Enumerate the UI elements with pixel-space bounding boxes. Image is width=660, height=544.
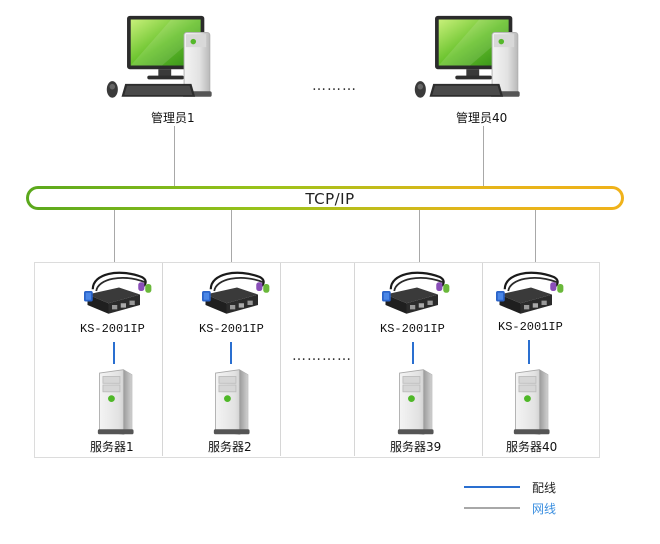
kvm-module-icon xyxy=(202,264,272,318)
server-tower-icon xyxy=(92,368,136,436)
server-tower-icon xyxy=(208,368,252,436)
frame-divider xyxy=(354,263,355,456)
admin-1-label: 管理员1 xyxy=(151,111,195,125)
frame-divider xyxy=(280,263,281,456)
device-40-cable xyxy=(528,340,530,364)
device-1-network-line xyxy=(114,210,115,262)
device-2-network-line xyxy=(231,210,232,262)
server-tower-icon xyxy=(392,368,436,436)
device-2-model: KS-2001IP xyxy=(199,322,264,336)
legend-cable-swatch xyxy=(464,486,520,488)
admin-40: 管理员40 xyxy=(404,14,544,125)
tcpip-bus-inner xyxy=(29,189,621,207)
device-1-model: KS-2001IP xyxy=(80,322,145,336)
legend-network-label: 网线 xyxy=(532,502,557,516)
server-tower-icon xyxy=(508,368,552,436)
admin-1-network-line xyxy=(174,126,175,186)
tcpip-label: TCP/IP xyxy=(305,190,355,208)
device-40-server-label: 服务器40 xyxy=(506,440,558,454)
device-ellipsis: ………… xyxy=(292,348,352,364)
frame-divider xyxy=(162,263,163,456)
device-1-server-label: 服务器1 xyxy=(90,440,134,454)
device-39-model: KS-2001IP xyxy=(380,322,445,336)
legend-network-swatch xyxy=(464,507,520,509)
admin-ellipsis: ……… xyxy=(312,78,357,94)
admin-40-label: 管理员40 xyxy=(456,111,508,125)
device-40-network-line xyxy=(535,210,536,262)
desktop-computer-icon xyxy=(102,14,222,106)
desktop-computer-icon xyxy=(410,14,530,106)
device-2-server-label: 服务器2 xyxy=(208,440,252,454)
device-39-network-line xyxy=(419,210,420,262)
kvm-module-icon xyxy=(496,264,566,318)
kvm-module-icon xyxy=(382,264,452,318)
kvm-module-icon xyxy=(84,264,154,318)
admin-1: 管理员1 xyxy=(96,14,228,125)
admin-40-network-line xyxy=(483,126,484,186)
device-39-cable xyxy=(412,342,414,364)
device-1-cable xyxy=(113,342,115,364)
legend-cable-label: 配线 xyxy=(532,481,557,495)
frame-divider xyxy=(482,263,483,456)
device-40-model: KS-2001IP xyxy=(498,320,563,334)
device-2-cable xyxy=(230,342,232,364)
device-39-server-label: 服务器39 xyxy=(390,440,442,454)
server-group-frame xyxy=(34,262,600,458)
